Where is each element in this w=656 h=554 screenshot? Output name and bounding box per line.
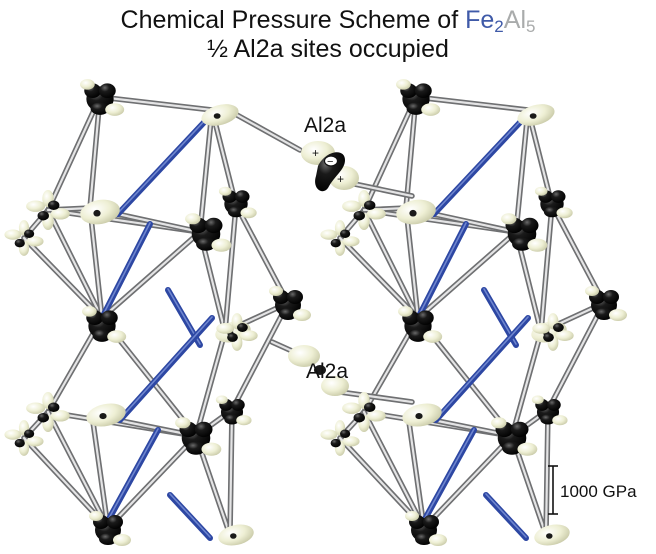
negative-pressure-lobe	[398, 306, 443, 343]
formula-fe: Fe	[465, 6, 495, 34]
al-al-bond	[415, 229, 519, 321]
positive-pressure-lobe	[201, 104, 239, 126]
negative-sign: −	[327, 156, 333, 168]
fe-al-bond	[117, 315, 215, 423]
fe-al-bond	[99, 221, 153, 321]
negative-pressure-lobe	[185, 213, 232, 252]
fe-al-bond	[115, 113, 213, 217]
mixed-pressure-lobe	[532, 313, 574, 351]
al-al-bond	[45, 207, 105, 321]
fe-al-bond	[483, 492, 529, 541]
al-al-bond	[405, 412, 427, 531]
al-al-bond	[403, 94, 419, 211]
formula-al-subscript: 5	[526, 17, 536, 36]
positive-pressure-lobe	[396, 199, 436, 225]
figure-subtitle: ½ Al2a sites occupied	[207, 35, 449, 63]
al-al-bond	[105, 433, 199, 531]
al-al-bond	[361, 409, 427, 531]
site-label-al2a-top: Al2a	[304, 114, 347, 137]
al-al-bond	[222, 202, 239, 335]
al2a-vacant-site	[288, 345, 349, 396]
al-al-bond	[87, 94, 103, 211]
positive-pressure-lobe	[80, 199, 120, 225]
al-al-bond	[209, 107, 239, 208]
al-al-bond	[337, 235, 421, 321]
negative-pressure-lobe	[82, 306, 127, 343]
fe-al-bond	[431, 113, 529, 217]
negative-pressure-lobe	[585, 286, 627, 321]
fe-al-bonds	[99, 113, 531, 541]
fe-al-bond	[415, 221, 469, 321]
mixed-pressure-lobe	[342, 392, 386, 432]
chemical-pressure-lobes: + +−	[4, 79, 627, 546]
al-al-bond	[413, 94, 531, 113]
positive-sign: +	[312, 146, 319, 160]
mixed-pressure-lobe	[216, 313, 258, 351]
fe-al-bond	[101, 427, 161, 531]
fe-al-bond	[417, 427, 477, 531]
negative-pressure-lobe	[215, 395, 252, 426]
al-al-bond	[21, 235, 105, 321]
al-al-bond	[403, 205, 421, 321]
negative-pressure-lobe	[396, 79, 441, 116]
al2a-occupied-site: + +−	[301, 141, 359, 192]
positive-pressure-lobe	[517, 104, 555, 126]
mixed-pressure-lobe	[342, 190, 386, 230]
al2a-bond	[225, 107, 303, 153]
positive-pressure-lobe	[86, 403, 126, 427]
mixed-pressure-lobe	[320, 420, 360, 456]
al-al-bond	[227, 407, 235, 538]
mixed-pressure-lobe	[4, 420, 44, 456]
al-al-bond	[89, 412, 111, 531]
al-al-bond	[421, 433, 515, 531]
formula-al: Al	[503, 6, 526, 34]
al-al-bond	[361, 94, 419, 213]
al-al-bond	[538, 202, 555, 335]
negative-pressure-lobe	[534, 186, 573, 219]
al-al-bond	[543, 407, 551, 538]
positive-pressure-lobe	[218, 524, 254, 546]
al-al-bond	[45, 94, 103, 213]
fe-al-bond	[167, 492, 213, 541]
al-al-bond	[193, 329, 228, 439]
al-al-bond	[99, 229, 203, 321]
title-prefix: Chemical Pressure Scheme of	[120, 6, 466, 34]
positive-sign: +	[337, 172, 344, 186]
al-al-bond	[525, 107, 555, 208]
positive-pressure-lobe	[534, 524, 570, 546]
fe-al-bond	[433, 315, 531, 423]
mixed-pressure-lobe	[26, 392, 70, 432]
negative-pressure-lobe	[531, 395, 568, 426]
al-al-bond	[97, 94, 215, 113]
figure-title: Chemical Pressure Scheme of Fe2Al5 ½ Al2…	[0, 6, 656, 64]
mixed-pressure-lobe	[320, 220, 360, 256]
negative-pressure-lobe	[269, 286, 311, 321]
al-al-bond	[87, 205, 105, 321]
mixed-pressure-lobe	[4, 220, 44, 256]
mixed-pressure-lobe	[26, 190, 70, 230]
al-al-bond	[513, 107, 531, 235]
formula-fe-subscript: 2	[494, 17, 504, 36]
al-al-bond	[197, 107, 215, 235]
negative-pressure-lobe	[89, 511, 131, 546]
scale-bar	[548, 465, 558, 515]
positive-pressure-lobe	[402, 403, 442, 427]
negative-pressure-lobe	[218, 186, 257, 219]
negative-pressure-lobe	[491, 417, 538, 456]
al-al-bond	[509, 329, 544, 439]
negative-pressure-lobe	[80, 79, 125, 116]
al-al-bond	[229, 300, 291, 413]
al-al-bond	[545, 300, 607, 413]
al-al-bond	[45, 409, 111, 531]
al-al-bond	[361, 207, 421, 321]
al2a-bond	[337, 389, 415, 405]
negative-sign-badge	[323, 155, 339, 167]
negative-pressure-lobe	[501, 213, 548, 252]
negative-pressure-lobe	[175, 417, 222, 456]
negative-pressure-lobe	[405, 511, 447, 546]
site-label-al2a-middle: Al2a	[306, 360, 349, 383]
scale-bar-label: 1000 GPa	[560, 482, 637, 501]
